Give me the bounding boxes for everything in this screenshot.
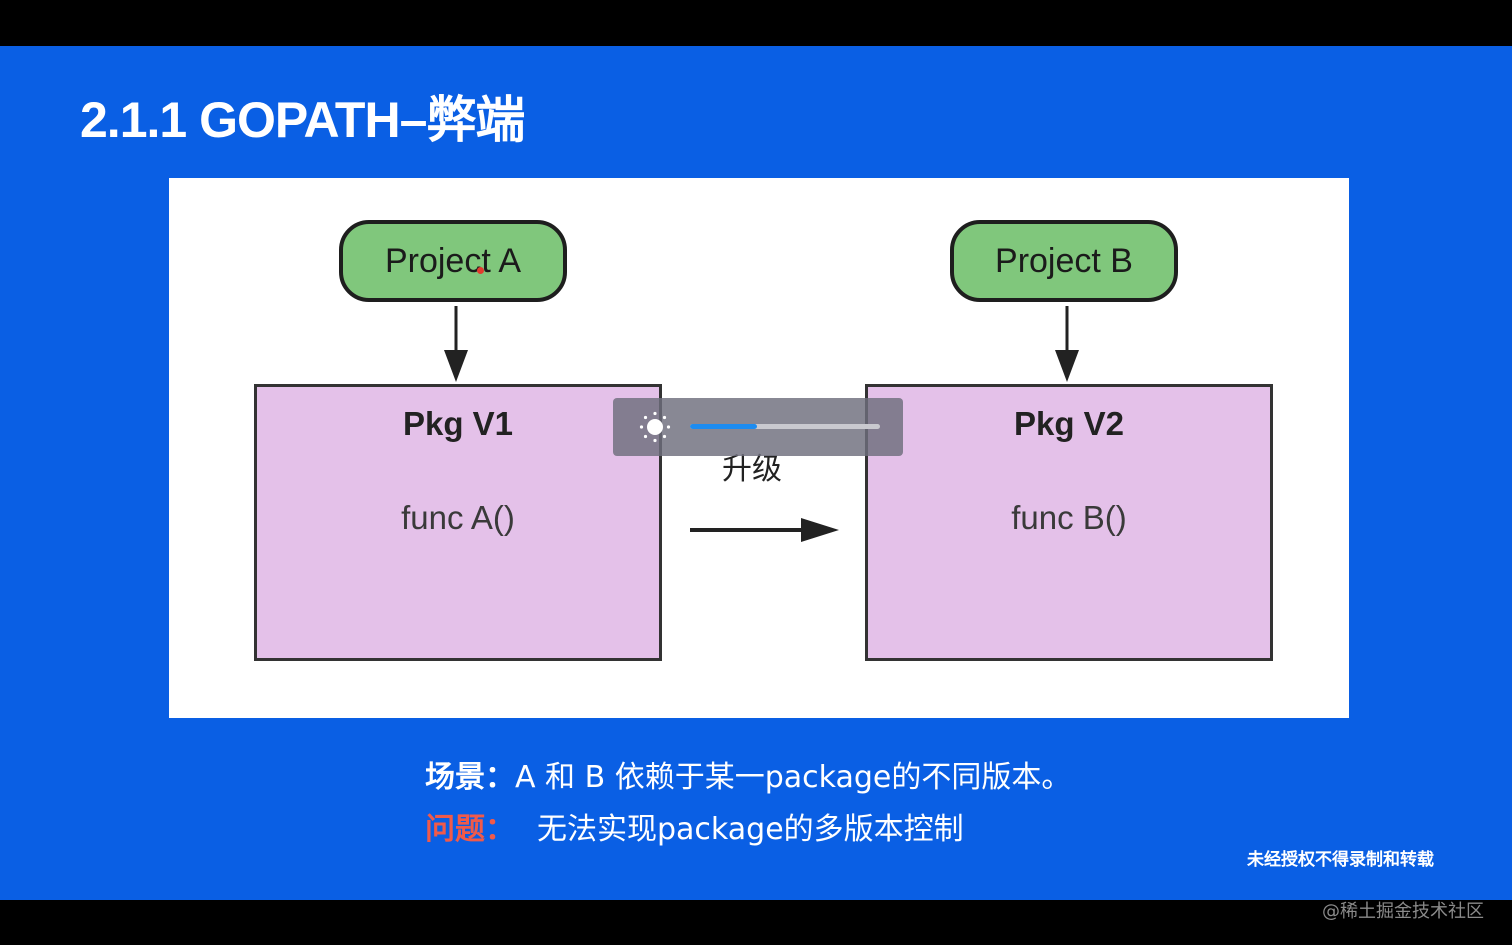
slide: 2.1.1 GOPATH–弊端 Project A Project B Pkg … bbox=[0, 46, 1512, 900]
pkg-v2-title: Pkg V2 bbox=[1013, 405, 1125, 442]
upgrade-label: 升级 bbox=[722, 452, 782, 487]
project-b-node: Project B bbox=[950, 220, 1178, 302]
arrow-upgrade bbox=[690, 518, 839, 542]
pkg-v1-func: func A() bbox=[401, 499, 515, 536]
diagram-arrows bbox=[444, 306, 1079, 542]
brightness-hud[interactable] bbox=[613, 398, 903, 456]
pointer-dot bbox=[477, 267, 484, 274]
copyright-notice: 未经授权不得录制和转载 bbox=[1247, 850, 1434, 870]
problem-caption: 问题： 无法实现package的多版本控制 bbox=[425, 804, 964, 848]
diagram-panel: Project A Project B Pkg V1 func A() Pkg … bbox=[169, 178, 1349, 718]
brightness-slider-fill bbox=[690, 424, 757, 429]
scene-caption: 场景：A 和 B 依赖于某一package的不同版本。 bbox=[425, 752, 1071, 796]
pkg-v1-box: Pkg V1 func A() bbox=[254, 384, 662, 661]
brightness-slider[interactable] bbox=[690, 424, 880, 429]
pkg-v1-title: Pkg V1 bbox=[402, 405, 514, 442]
pkg-v2-box: Pkg V2 func B() bbox=[865, 384, 1273, 661]
pkg-v2-func: func B() bbox=[1011, 499, 1127, 536]
scene-text: A 和 B 依赖于某一package的不同版本。 bbox=[515, 760, 1072, 795]
problem-text: 无法实现package的多版本控制 bbox=[537, 812, 964, 847]
arrow-project-a-to-pkg-v1 bbox=[444, 306, 468, 382]
project-a-node: Project A bbox=[339, 220, 567, 302]
slide-title: 2.1.1 GOPATH–弊端 bbox=[80, 92, 525, 148]
source-credit: @稀土掘金技术社区 bbox=[1322, 901, 1484, 922]
sun-icon bbox=[639, 411, 671, 443]
scene-key: 场景： bbox=[425, 760, 515, 795]
problem-key: 问题： bbox=[425, 812, 515, 847]
arrow-project-b-to-pkg-v2 bbox=[1055, 306, 1079, 382]
